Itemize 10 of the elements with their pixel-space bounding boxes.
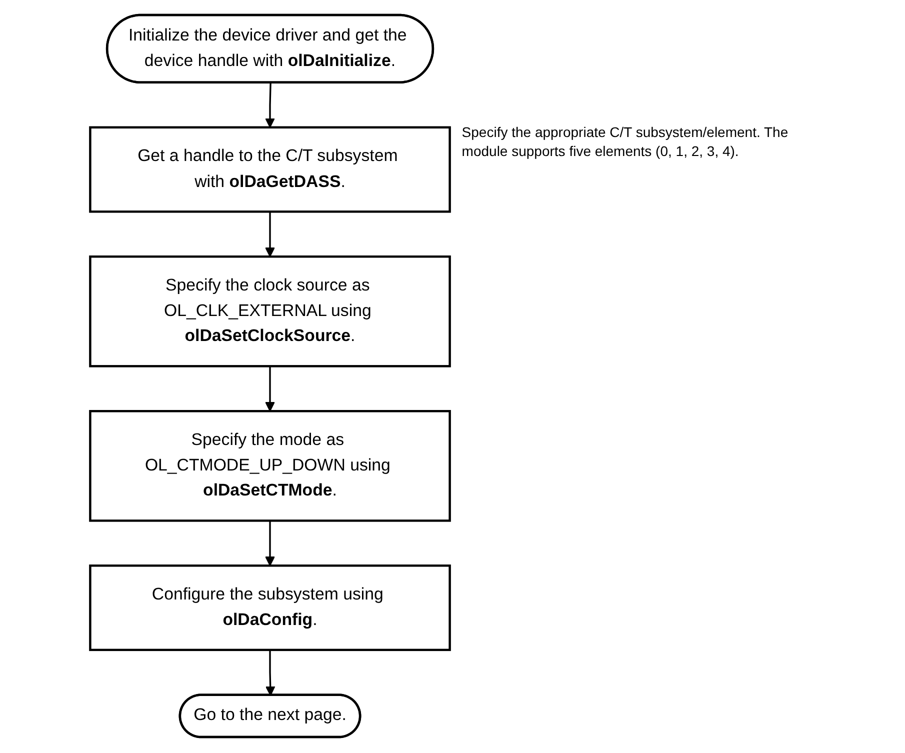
node-box: Specify the clock source as OL_CLK_EXTERNAL using olDaSetClockSource. — [89, 255, 451, 368]
arrow — [265, 520, 275, 566]
node-box: Specify the mode as OL_CTMODE_UP_DOWN using olDaSetCTMode. — [89, 410, 451, 522]
arrow — [265, 82, 275, 128]
arrow — [265, 212, 275, 258]
arrow — [265, 650, 276, 696]
arrow — [265, 366, 275, 412]
annotation-note: Specify the appropriate C/T subsystem/element. The module supports five elements (0, 1, 2, 3, 4). — [462, 123, 790, 160]
node-box: Get a handle to the C/T subsystem with olDaGetDASS. — [89, 126, 451, 213]
node-box: Configure the subsystem using olDaConfig. — [89, 564, 451, 652]
